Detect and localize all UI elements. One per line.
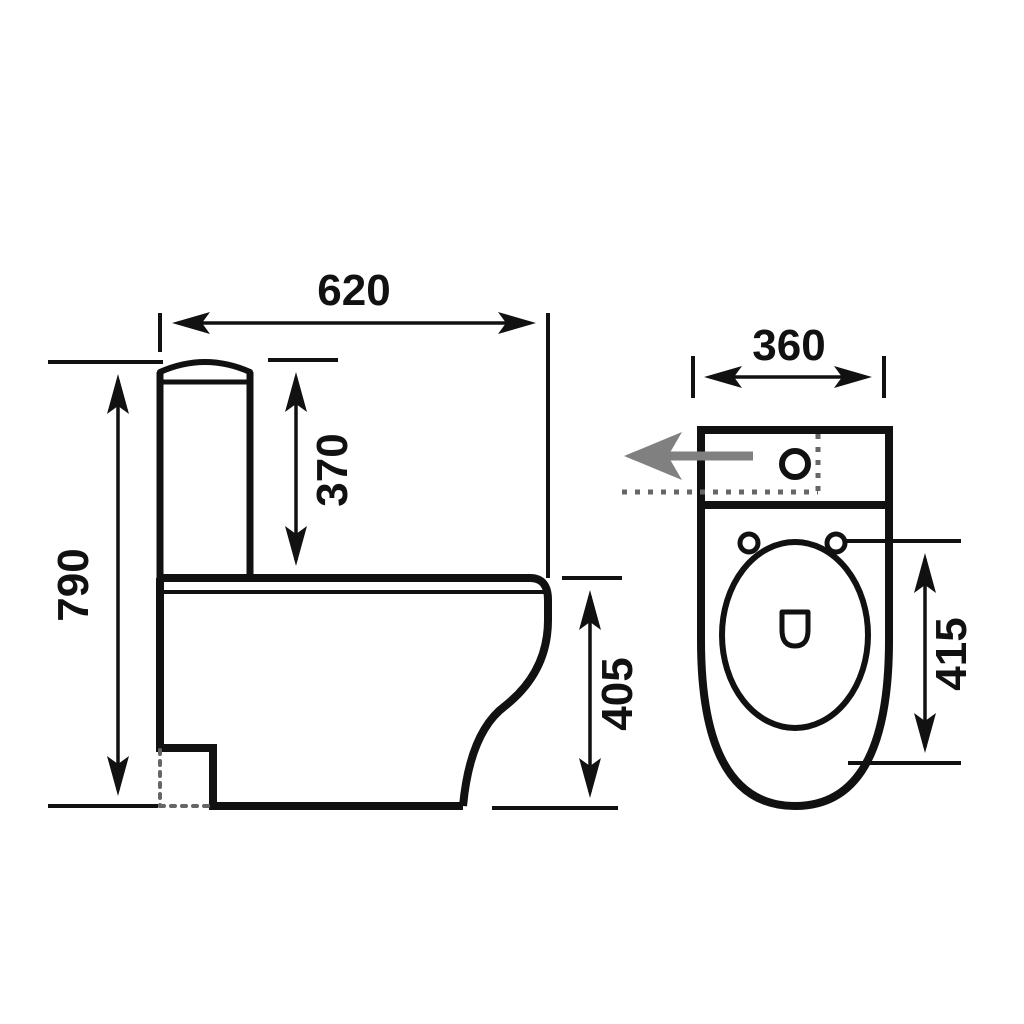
arrowhead-bottom bbox=[107, 756, 129, 796]
dimension-label-620: 620 bbox=[317, 266, 390, 315]
dimension-620: 620 bbox=[158, 266, 550, 578]
bowl-inner-rim bbox=[719, 539, 871, 731]
arrowhead-bottom bbox=[285, 526, 307, 566]
dimension-790: 790 bbox=[48, 360, 163, 808]
arrowhead-top bbox=[285, 372, 307, 412]
seat-fixing-hole-right-icon bbox=[824, 531, 848, 555]
cistern-body-outline bbox=[156, 372, 254, 578]
arrowhead-left bbox=[704, 366, 742, 388]
side-elevation-view: 620 790 370 bbox=[48, 266, 642, 810]
arrowhead-top bbox=[914, 553, 936, 593]
dimension-415: 415 bbox=[846, 539, 976, 765]
arrowhead-right bbox=[834, 366, 872, 388]
arrowhead-right bbox=[498, 312, 536, 334]
dimension-label-405: 405 bbox=[593, 657, 642, 730]
dimension-370: 370 bbox=[268, 358, 357, 566]
toilet-bowl-profile bbox=[160, 574, 552, 807]
cistern-lid-arc bbox=[157, 359, 253, 375]
arrowhead-top bbox=[579, 590, 601, 630]
plan-view: 360 415 bbox=[622, 321, 976, 810]
arrowhead-bottom bbox=[914, 713, 936, 753]
flush-button-icon[interactable] bbox=[779, 448, 811, 480]
dimension-360: 360 bbox=[691, 321, 886, 398]
outlet-symbol-icon bbox=[779, 609, 811, 649]
bowl-outer-outline bbox=[697, 505, 893, 810]
arrowhead-top bbox=[107, 374, 129, 414]
flow-arrow-icon bbox=[624, 432, 753, 480]
arrowhead-bottom bbox=[579, 758, 601, 798]
seat-fixing-hole-left-icon bbox=[737, 531, 761, 555]
arrowhead-left bbox=[172, 312, 210, 334]
dimension-label-415: 415 bbox=[927, 617, 976, 690]
flow-arrow-head bbox=[624, 432, 682, 480]
dimension-label-790: 790 bbox=[49, 548, 98, 621]
dimension-label-370: 370 bbox=[308, 433, 357, 506]
dimension-label-360: 360 bbox=[752, 321, 825, 370]
dimension-405: 405 bbox=[492, 576, 642, 810]
toilet-pedestal-outline bbox=[156, 578, 463, 810]
